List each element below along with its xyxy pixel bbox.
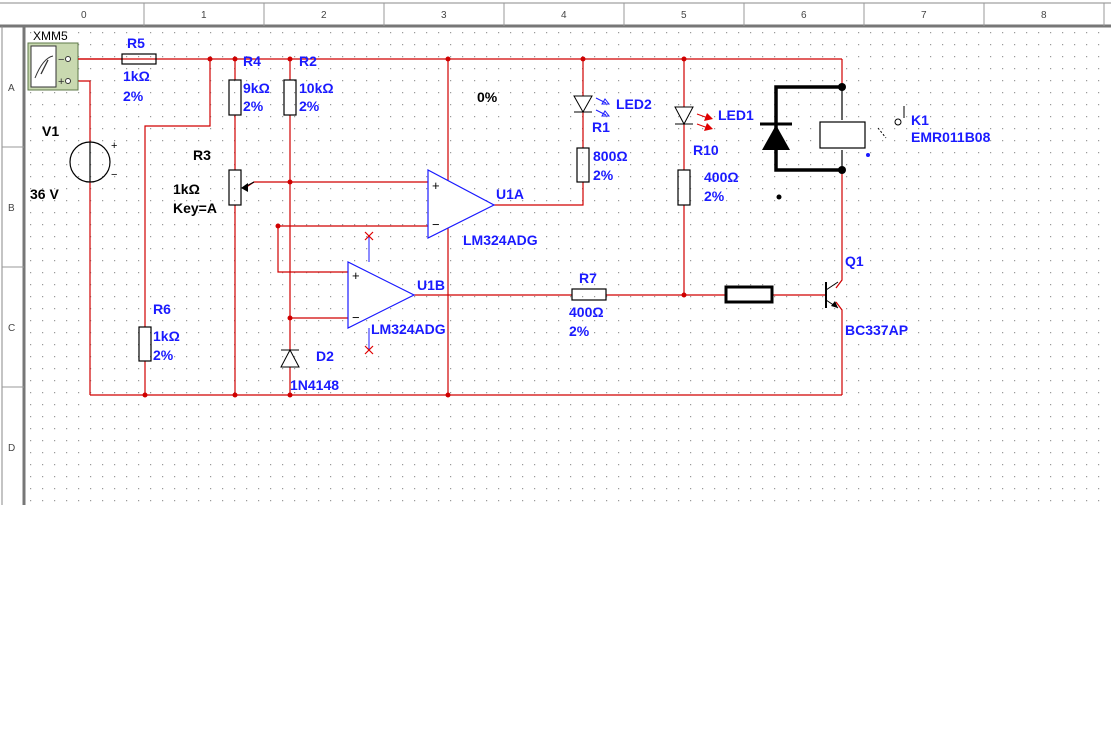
q1-ref: Q1 <box>845 253 864 269</box>
r1-ref: R1 <box>592 119 610 135</box>
r4-tol: 2% <box>243 98 264 114</box>
r3-potentiometer[interactable] <box>228 169 255 206</box>
ruler-column-label: 0 <box>81 10 87 21</box>
u1a-opamp[interactable]: + − <box>427 169 496 239</box>
sheet-border: 0 1 2 3 4 5 6 7 8 A B C D <box>0 2 1111 505</box>
r7-value: 400Ω <box>569 304 604 320</box>
fuse-element[interactable] <box>724 285 774 304</box>
r6-value: 1kΩ <box>153 328 180 344</box>
grid-dots <box>30 32 1100 502</box>
ruler-column-ticks: 0 1 2 3 4 5 6 7 8 <box>81 3 1105 26</box>
u1b-minus-pin: − <box>352 310 360 325</box>
led2-diode[interactable] <box>573 95 611 117</box>
r3-key: Key=A <box>173 200 217 216</box>
v1-value: 36 V <box>30 186 59 202</box>
r10-tol: 2% <box>704 188 725 204</box>
u1b-opamp[interactable]: + − <box>347 236 416 350</box>
ruler-column-label: 1 <box>201 10 207 21</box>
k1-ref: K1 <box>911 112 929 128</box>
ruler-column-label: 6 <box>801 10 807 21</box>
r6-resistor[interactable] <box>138 326 152 362</box>
led1-diode[interactable] <box>674 106 713 131</box>
ruler-row-label: C <box>8 323 15 334</box>
r10-resistor[interactable] <box>677 169 691 206</box>
r2-resistor[interactable] <box>283 79 297 116</box>
v1-plus-sign: + <box>111 140 117 152</box>
r7-resistor[interactable] <box>571 288 607 301</box>
ruler-row-label: B <box>8 203 15 214</box>
led1-ref: LED1 <box>718 107 754 123</box>
r6-ref: R6 <box>153 301 171 317</box>
schematic-sheet: 0 1 2 3 4 5 6 7 8 A B C D <box>0 2 1111 505</box>
v1-dc-source[interactable]: + − <box>69 140 117 183</box>
d2-diode[interactable] <box>280 348 300 368</box>
v1-minus-sign: − <box>111 169 117 181</box>
v1-ref: V1 <box>42 123 59 139</box>
r1-resistor[interactable] <box>576 147 590 183</box>
r2-ref: R2 <box>299 53 317 69</box>
k1-relay[interactable] <box>760 83 905 200</box>
ruler-column-label: 5 <box>681 10 687 21</box>
ruler-column-label: 2 <box>321 10 327 21</box>
u1a-minus-pin: − <box>432 217 440 232</box>
r4-ref: R4 <box>243 53 261 69</box>
r7-tol: 2% <box>569 323 590 339</box>
led2-ref: LED2 <box>616 96 652 112</box>
xmm5-multimeter[interactable]: − + <box>27 42 79 91</box>
pot-percent: 0% <box>477 89 498 105</box>
r3-ref: R3 <box>193 147 211 163</box>
component-labels: R5 1kΩ 2% R4 9kΩ 2% R2 10kΩ 2% R3 1kΩ Ke… <box>123 35 991 393</box>
r7-ref: R7 <box>579 270 597 286</box>
r5-value: 1kΩ <box>123 68 150 84</box>
k1-part: EMR011B08 <box>911 129 991 145</box>
ruler-column-label: 3 <box>441 10 447 21</box>
r5-resistor[interactable] <box>78 53 157 65</box>
u1b-ref: U1B <box>417 277 445 293</box>
xmm5-plus-pin: + <box>58 76 64 88</box>
ruler-row-label: D <box>8 443 15 454</box>
ruler-column-label: 8 <box>1041 10 1047 21</box>
junction-dots <box>142 56 687 398</box>
u1b-plus-pin: + <box>352 268 360 283</box>
u1a-ref: U1A <box>496 186 524 202</box>
ruler-column-label: 4 <box>561 10 567 21</box>
no-connect-marks <box>364 231 374 355</box>
r1-value: 800Ω <box>593 148 628 164</box>
xmm5-minus-pin: − <box>58 54 64 66</box>
r3-value: 1kΩ <box>173 181 200 197</box>
r5-tol: 2% <box>123 88 144 104</box>
xmm5-label: XMM5 <box>33 29 68 43</box>
r2-tol: 2% <box>299 98 320 114</box>
r4-value: 9kΩ <box>243 80 270 96</box>
u1a-part: LM324ADG <box>463 232 538 248</box>
r6-tol: 2% <box>153 347 174 363</box>
r5-ref: R5 <box>127 35 145 51</box>
d2-ref: D2 <box>316 348 334 364</box>
r10-ref: R10 <box>693 142 719 158</box>
r2-value: 10kΩ <box>299 80 334 96</box>
ruler-row-ticks: A B C D <box>2 83 24 454</box>
wires <box>78 58 843 396</box>
q1-part: BC337AP <box>845 322 908 338</box>
grid-dot-pattern <box>30 32 1100 502</box>
ruler-row-label: A <box>8 83 15 94</box>
r4-resistor[interactable] <box>228 79 242 116</box>
u1a-plus-pin: + <box>432 178 440 193</box>
d2-part: 1N4148 <box>290 377 339 393</box>
r1-tol: 2% <box>593 167 614 183</box>
ruler-column-label: 7 <box>921 10 927 21</box>
u1b-part: LM324ADG <box>371 321 446 337</box>
r10-value: 400Ω <box>704 169 739 185</box>
q1-transistor[interactable] <box>825 281 839 309</box>
